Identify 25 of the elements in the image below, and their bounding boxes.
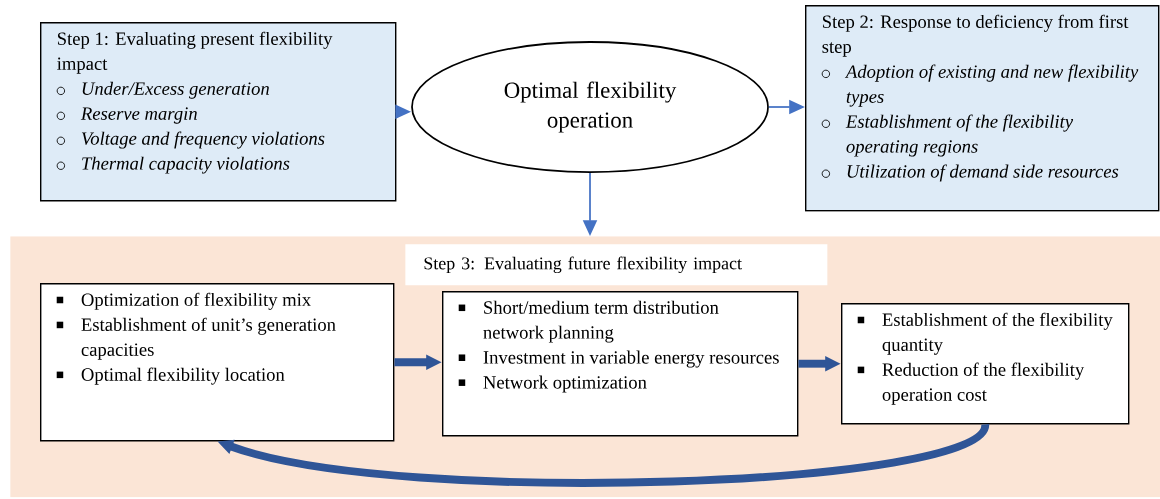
list-item: Under/Excess generation xyxy=(82,81,269,99)
list-item: Reduction of the flexibility operation cost xyxy=(882,362,1085,405)
heading-box: Step 3: Evaluating future flexibility impact xyxy=(405,244,828,286)
list-item: Optimization of flexibility mix xyxy=(81,292,311,310)
list-item: Investment in variable energy resources xyxy=(483,350,779,368)
list-item: Utilization of demand side resources xyxy=(847,164,1119,182)
process-box xyxy=(40,283,395,442)
list-item: Reserve margin xyxy=(80,107,197,124)
list-item: Adoption of existing and new flexibility types xyxy=(844,64,1139,107)
step-box xyxy=(40,22,397,202)
list-item: Short/medium term distribution network planning xyxy=(483,300,719,343)
list-item: Network optimization xyxy=(483,375,647,393)
heading: Step 1: Evaluating present flexibility impact xyxy=(57,31,333,74)
list-item: Voltage and frequency violations xyxy=(81,131,325,149)
label: Optimal flexibility operation xyxy=(504,81,677,133)
step-box xyxy=(805,5,1160,212)
list-item: Establishment of the flexibility quantity xyxy=(882,312,1113,355)
heading: Step 2: Response to deficiency from first step xyxy=(822,14,1129,57)
process-box xyxy=(442,291,799,437)
list-item: Optimal flexibility location xyxy=(81,367,285,385)
ellipse xyxy=(411,41,769,173)
list-item: Establishment of the flexibility operating regions xyxy=(845,114,1074,157)
list-item: Thermal capacity violations xyxy=(82,156,290,174)
process-box xyxy=(841,303,1130,425)
list-item: Establishment of unit’s generation capacities xyxy=(81,317,336,360)
